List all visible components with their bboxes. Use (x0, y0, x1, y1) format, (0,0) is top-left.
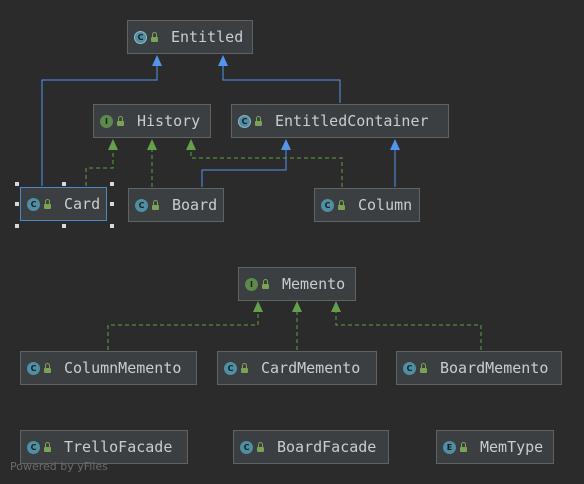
node-label: EntitledContainer (275, 112, 429, 130)
selection-handle[interactable] (62, 182, 66, 186)
abstract-class-icon: C (238, 114, 251, 128)
node-label: Entitled (171, 28, 244, 46)
node-label: BoardFacade (277, 438, 377, 456)
node-label: Memento (282, 275, 346, 293)
class-icon: C (27, 197, 40, 211)
public-lock-icon (150, 32, 159, 42)
implements-edge-board-history[interactable] (147, 139, 157, 187)
node-column-memento[interactable]: C ColumnMemento (20, 351, 197, 385)
extends-edge-board-entitledcontainer[interactable] (201, 139, 291, 187)
node-label: ColumnMemento (64, 359, 182, 377)
public-lock-icon (256, 442, 265, 452)
public-lock-icon (240, 363, 249, 373)
selection-handle[interactable] (15, 224, 19, 228)
selection-handle[interactable] (110, 182, 114, 186)
node-label: Board (172, 196, 218, 214)
public-lock-icon (337, 200, 346, 210)
class-icon: C (403, 361, 416, 375)
node-memento[interactable]: I Memento (238, 267, 356, 301)
class-icon: C (321, 198, 334, 212)
implements-edge-cardmemento-memento[interactable] (292, 301, 302, 350)
public-lock-icon (151, 200, 160, 210)
class-icon: C (27, 440, 40, 454)
public-lock-icon (459, 442, 468, 452)
node-card[interactable]: C Card (20, 187, 107, 221)
class-icon: C (135, 198, 148, 212)
implements-edge-boardmemento-memento[interactable] (331, 301, 482, 350)
node-label: Column (358, 196, 413, 214)
node-entitled[interactable]: C Entitled (127, 20, 253, 54)
node-board-memento[interactable]: C BoardMemento (396, 351, 562, 385)
selection-handle[interactable] (110, 202, 114, 206)
abstract-class-icon: C (134, 30, 147, 44)
selection-handle[interactable] (62, 224, 66, 228)
public-lock-icon (43, 363, 52, 373)
enum-icon: E (443, 440, 456, 454)
node-label: BoardMemento (440, 359, 549, 377)
node-mem-type[interactable]: E MemType (436, 430, 554, 464)
node-column[interactable]: C Column (314, 188, 420, 222)
node-history[interactable]: I History (93, 104, 211, 138)
selection-handle[interactable] (110, 224, 114, 228)
node-label: Card (64, 195, 101, 213)
selection-handle[interactable] (15, 202, 19, 206)
extends-edge-entitledcontainer-entitled[interactable] (218, 55, 341, 103)
public-lock-icon (43, 442, 52, 452)
public-lock-icon (254, 116, 263, 126)
node-label: CardMemento (261, 359, 361, 377)
class-icon: C (224, 361, 237, 375)
public-lock-icon (116, 116, 125, 126)
extends-edge-card-entitled[interactable] (41, 55, 162, 186)
class-icon: C (240, 440, 253, 454)
class-icon: C (27, 361, 40, 375)
selection-handle[interactable] (15, 182, 19, 186)
watermark: Powered by yFiles (10, 460, 108, 473)
implements-edge-card-history[interactable] (85, 139, 118, 186)
node-label: History (137, 112, 201, 130)
interface-icon: I (245, 277, 258, 291)
node-board[interactable]: C Board (128, 188, 224, 222)
extends-edge-column-entitledcontainer[interactable] (390, 139, 400, 187)
node-label: TrelloFacade (64, 438, 173, 456)
interface-icon: I (100, 114, 113, 128)
public-lock-icon (419, 363, 428, 373)
implements-edge-columnmemento-memento[interactable] (107, 301, 263, 350)
node-label: MemType (480, 438, 544, 456)
node-card-memento[interactable]: C CardMemento (217, 351, 377, 385)
node-trello-facade[interactable]: C TrelloFacade (20, 430, 188, 464)
implements-edge-column-history[interactable] (186, 139, 343, 187)
public-lock-icon (43, 199, 52, 209)
node-entitled-container[interactable]: C EntitledContainer (231, 104, 449, 138)
public-lock-icon (261, 279, 270, 289)
node-board-facade[interactable]: C BoardFacade (233, 430, 389, 464)
